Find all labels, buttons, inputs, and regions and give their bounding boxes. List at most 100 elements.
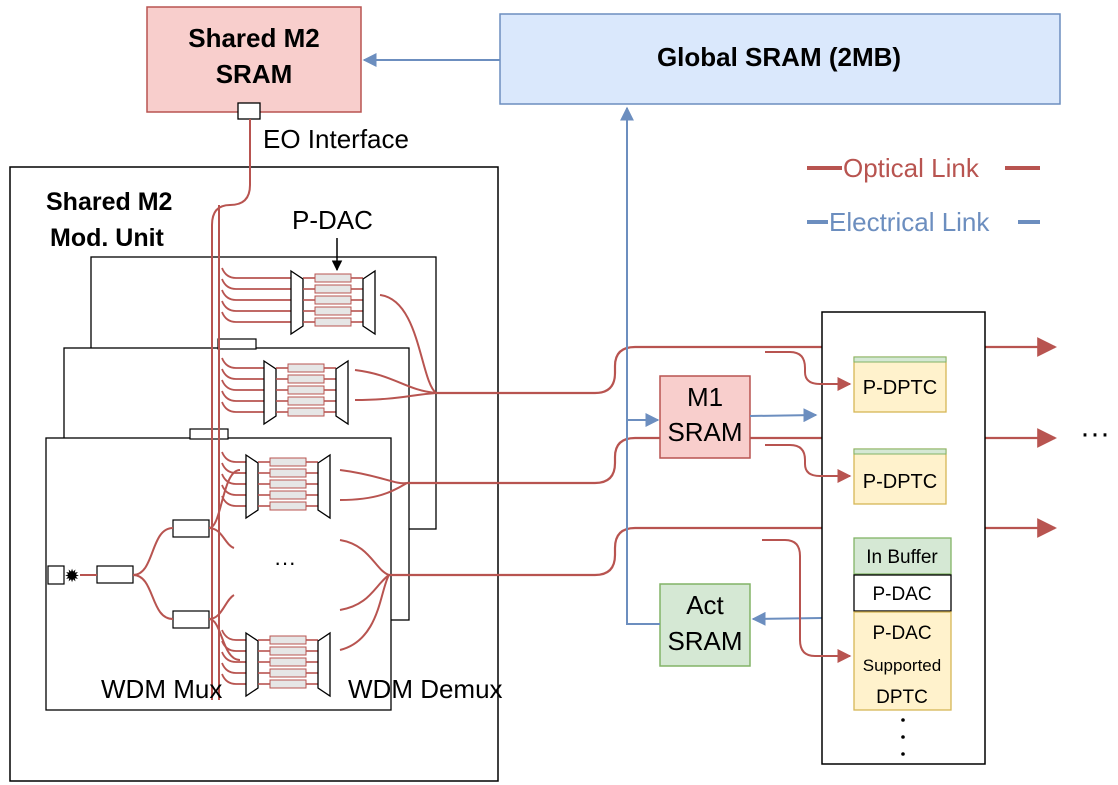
feeder-fiber-front1 bbox=[221, 462, 246, 474]
feeder-fiber-back bbox=[221, 311, 291, 323]
pdac-top-label: P-DAC bbox=[292, 205, 373, 235]
electrical-links bbox=[620, 106, 823, 626]
act-sram-block: Act SRAM bbox=[659, 583, 751, 667]
m1-sram-label-line1: M1 bbox=[687, 382, 723, 412]
splitter-upper bbox=[172, 519, 210, 538]
input-buffer-label: In Buffer bbox=[866, 547, 938, 568]
demux-fibers bbox=[339, 294, 437, 651]
modulator-back bbox=[314, 284, 352, 294]
modulator-front2 bbox=[269, 635, 307, 645]
modulator-front2 bbox=[269, 657, 307, 667]
modulator-front2 bbox=[269, 679, 307, 689]
modulator-middle bbox=[287, 396, 325, 406]
global-sram-label: Global SRAM (2MB) bbox=[657, 42, 901, 72]
feeder-fiber-back bbox=[221, 300, 291, 312]
shared-m2-sram-block: Shared M2 SRAM bbox=[146, 6, 362, 113]
more-links-ellipsis: ··· bbox=[1080, 417, 1110, 450]
modulator-arrays bbox=[221, 267, 376, 698]
feeder-fiber-front2 bbox=[221, 673, 246, 685]
pdptc-block-1: P-DPTC bbox=[853, 356, 947, 413]
modulator-back bbox=[314, 306, 352, 316]
feeder-fiber-front1 bbox=[221, 484, 246, 496]
feeder-fiber-front2 bbox=[221, 651, 246, 663]
shared-m2-sram-label-line1: Shared M2 bbox=[188, 23, 320, 53]
modulator-middle bbox=[287, 407, 325, 417]
input-buffer-block: In Buffer bbox=[853, 537, 952, 575]
electrical-link-m1-to-column bbox=[749, 408, 818, 423]
feeder-fiber-front2 bbox=[221, 629, 246, 641]
column-vertical-ellipsis bbox=[901, 718, 905, 756]
pdac-supported-line2: Supported bbox=[863, 656, 941, 675]
modulator-front2 bbox=[269, 646, 307, 656]
shared-m2-sram-label-line2: SRAM bbox=[216, 59, 293, 89]
wdm-mux-label: WDM Mux bbox=[101, 674, 222, 704]
eo-interface-port bbox=[237, 102, 261, 120]
feeder-fiber-back bbox=[221, 267, 291, 279]
feeder-fiber-middle bbox=[221, 401, 264, 413]
column-optical-branches bbox=[762, 351, 852, 663]
branch-to-pdptc-1 bbox=[765, 351, 852, 391]
feeder-fiber-front1 bbox=[221, 451, 246, 463]
modulator-back bbox=[314, 295, 352, 305]
act-sram-label-line2: SRAM bbox=[667, 626, 742, 656]
modulator-back bbox=[314, 317, 352, 327]
modulator-front1 bbox=[269, 490, 307, 500]
electrical-link-column-to-act bbox=[751, 611, 823, 626]
m1-sram-block: M1 SRAM bbox=[659, 375, 751, 459]
wdm-demux-back bbox=[362, 269, 376, 336]
mod-unit-label-line2: Mod. Unit bbox=[50, 224, 165, 252]
mod-unit-label-line1: Shared M2 bbox=[46, 188, 172, 216]
modulator-front1 bbox=[269, 479, 307, 489]
modulator-back bbox=[314, 273, 352, 283]
modulator-middle bbox=[287, 374, 325, 384]
modulator-front1 bbox=[269, 501, 307, 511]
pdac-supported-dptc-block: P-DAC Supported DPTC bbox=[853, 611, 952, 711]
modulator-front2 bbox=[269, 668, 307, 678]
modulator-ellipsis: ··· bbox=[274, 550, 296, 575]
pdac-supported-line1: P-DAC bbox=[872, 623, 931, 644]
branch-to-pdptc-2 bbox=[765, 444, 852, 483]
wdm-mux-middle bbox=[263, 359, 277, 426]
branch-to-supported-dptc bbox=[762, 539, 852, 663]
wdm-mux-front2 bbox=[245, 631, 259, 698]
feeder-fiber-front2 bbox=[221, 662, 246, 674]
wdm-demux-front1 bbox=[317, 453, 331, 520]
wdm-mux-back bbox=[290, 269, 304, 336]
feeder-fiber-back bbox=[221, 278, 291, 290]
eo-interface-label: EO Interface bbox=[263, 124, 409, 154]
pdptc-label-1: P-DPTC bbox=[863, 377, 937, 399]
wdm-demux-middle bbox=[335, 359, 349, 426]
feeder-fiber-middle bbox=[221, 368, 264, 380]
feeder-fiber-middle bbox=[221, 390, 264, 402]
act-sram-label-line1: Act bbox=[686, 590, 724, 620]
feeder-fiber-back bbox=[221, 289, 291, 301]
legend-electrical-label: Electrical Link bbox=[829, 207, 990, 237]
legend: Optical Link Electrical Link bbox=[807, 153, 1040, 237]
column-pdac-block: P-DAC bbox=[853, 574, 952, 612]
splitter-tree-fibers bbox=[80, 469, 241, 661]
legend-optical-label: Optical Link bbox=[843, 153, 980, 183]
pdac-supported-line3: DPTC bbox=[876, 687, 928, 708]
electrical-link-act-to-global bbox=[620, 106, 660, 625]
pdptc-block-2: P-DPTC bbox=[853, 448, 947, 505]
modulator-front1 bbox=[269, 457, 307, 467]
splitter-lower bbox=[172, 610, 210, 629]
input-coupler bbox=[96, 565, 134, 584]
panel-connector-2 bbox=[189, 428, 229, 440]
wdm-mux-front1 bbox=[245, 453, 259, 520]
modulator-middle bbox=[287, 363, 325, 373]
m1-sram-label-line2: SRAM bbox=[667, 417, 742, 447]
feeder-fiber-front2 bbox=[221, 640, 246, 652]
modulator-middle bbox=[287, 385, 325, 395]
feeder-fiber-middle bbox=[221, 379, 264, 391]
laser-icon: ✹ bbox=[64, 566, 79, 586]
pdptc-label-2: P-DPTC bbox=[863, 471, 937, 493]
modulator-front1 bbox=[269, 468, 307, 478]
column-pdac-label: P-DAC bbox=[872, 584, 931, 605]
m2-distribution-fiber bbox=[211, 119, 251, 700]
wdm-demux-front2 bbox=[317, 631, 331, 698]
global-sram-block: Global SRAM (2MB) bbox=[499, 13, 1061, 105]
wdm-demux-label: WDM Demux bbox=[348, 674, 503, 704]
feeder-fiber-middle bbox=[221, 357, 264, 369]
